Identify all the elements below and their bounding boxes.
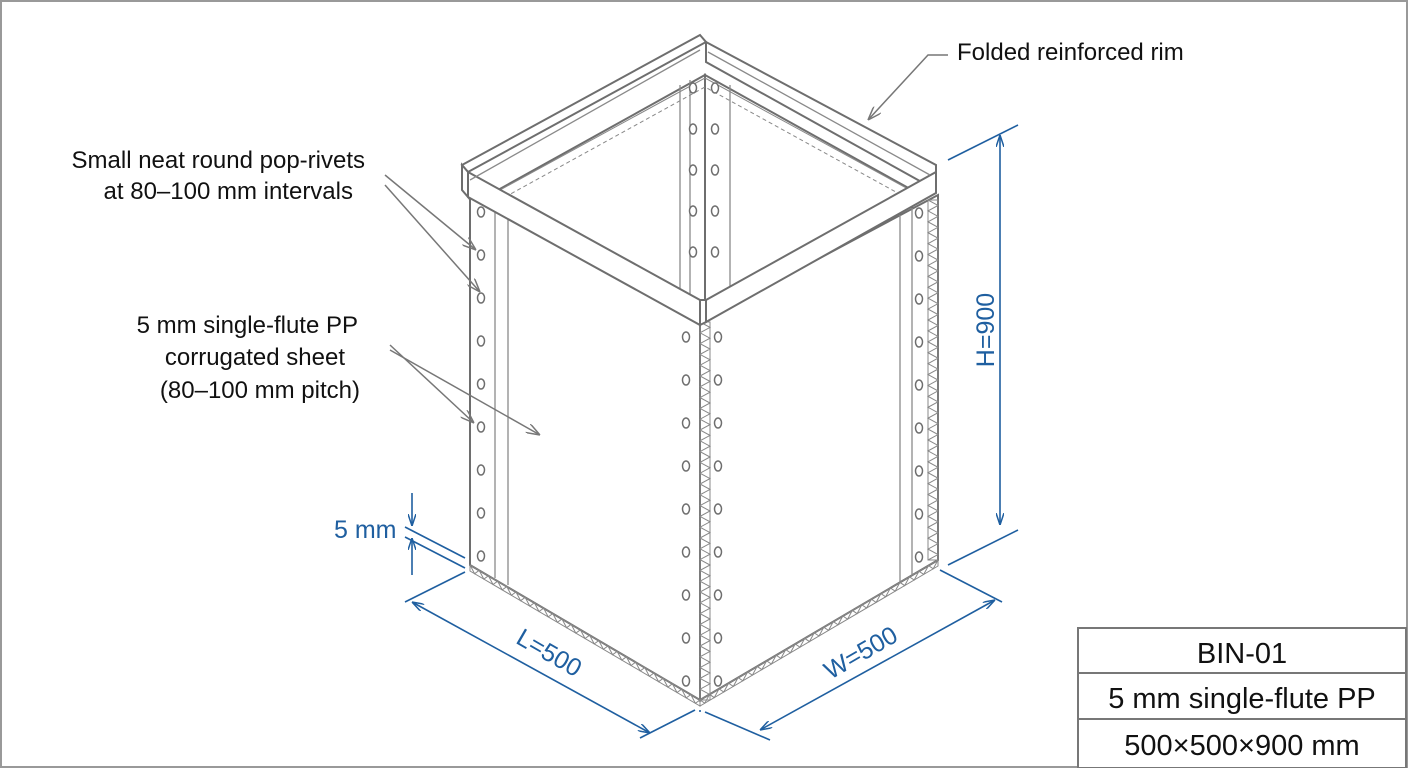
rivet <box>476 292 486 304</box>
rivet <box>688 164 698 176</box>
rivet <box>713 374 723 386</box>
corrugation-flute <box>926 199 940 561</box>
rivet <box>681 374 691 386</box>
rivet <box>914 379 924 391</box>
rivet <box>713 546 723 558</box>
rivet <box>476 206 486 218</box>
rivet <box>710 123 720 135</box>
rivet <box>710 82 720 94</box>
rivet <box>914 422 924 434</box>
rivet <box>476 507 486 519</box>
thickness-dimension: 5 mm <box>334 516 397 544</box>
label-sheet-3: (80–100 mm pitch) <box>160 377 360 404</box>
title-block-material: 5 mm single-flute PP <box>1108 683 1376 715</box>
rivet <box>713 503 723 515</box>
rivet <box>914 250 924 262</box>
rivet <box>914 207 924 219</box>
rivet <box>688 82 698 94</box>
rivet <box>713 460 723 472</box>
label-rivets-2: at 80–100 mm intervals <box>104 178 353 205</box>
rivet <box>681 589 691 601</box>
label-sheet-1: 5 mm single-flute PP <box>137 312 358 339</box>
label-rivets-1: Small neat round pop-rivets <box>72 147 365 174</box>
title-block: BIN-01 5 mm single-flute PP 500×500×900 … <box>1077 627 1407 768</box>
rivet <box>476 550 486 562</box>
rivet <box>681 331 691 343</box>
rivet <box>476 249 486 261</box>
bin-body <box>469 73 940 707</box>
rivet <box>681 503 691 515</box>
rivet <box>681 417 691 429</box>
rivet <box>713 675 723 687</box>
rivet <box>476 464 486 476</box>
rivet <box>914 336 924 348</box>
rivet <box>710 246 720 258</box>
width-dimension-line <box>760 600 995 730</box>
label-sheet-2: corrugated sheet <box>165 344 345 371</box>
rivet <box>914 551 924 563</box>
rivet <box>688 123 698 135</box>
length-dimension-line <box>412 602 650 733</box>
rivet <box>914 465 924 477</box>
annotations: Folded reinforced rim Small neat round p… <box>72 39 1184 435</box>
height-dimension: H=900 <box>972 293 1000 367</box>
rivet <box>688 205 698 217</box>
title-block-id: BIN-01 <box>1197 638 1287 670</box>
label-rim: Folded reinforced rim <box>957 39 1184 66</box>
rivet <box>476 378 486 390</box>
rivet <box>476 421 486 433</box>
rivet <box>713 417 723 429</box>
rivet <box>710 205 720 217</box>
rivet <box>681 546 691 558</box>
width-dimension: W=500 <box>819 621 902 685</box>
rivet <box>476 335 486 347</box>
rivet <box>681 675 691 687</box>
rivet <box>710 164 720 176</box>
rivet <box>914 508 924 520</box>
rivet <box>681 460 691 472</box>
rivet <box>713 589 723 601</box>
rivet <box>713 331 723 343</box>
rivet <box>688 246 698 258</box>
title-block-size: 500×500×900 mm <box>1124 730 1359 762</box>
rivet <box>713 632 723 644</box>
rivet <box>914 293 924 305</box>
folded-rim <box>460 33 937 327</box>
rivet <box>681 632 691 644</box>
corrugation-flute <box>698 321 712 701</box>
